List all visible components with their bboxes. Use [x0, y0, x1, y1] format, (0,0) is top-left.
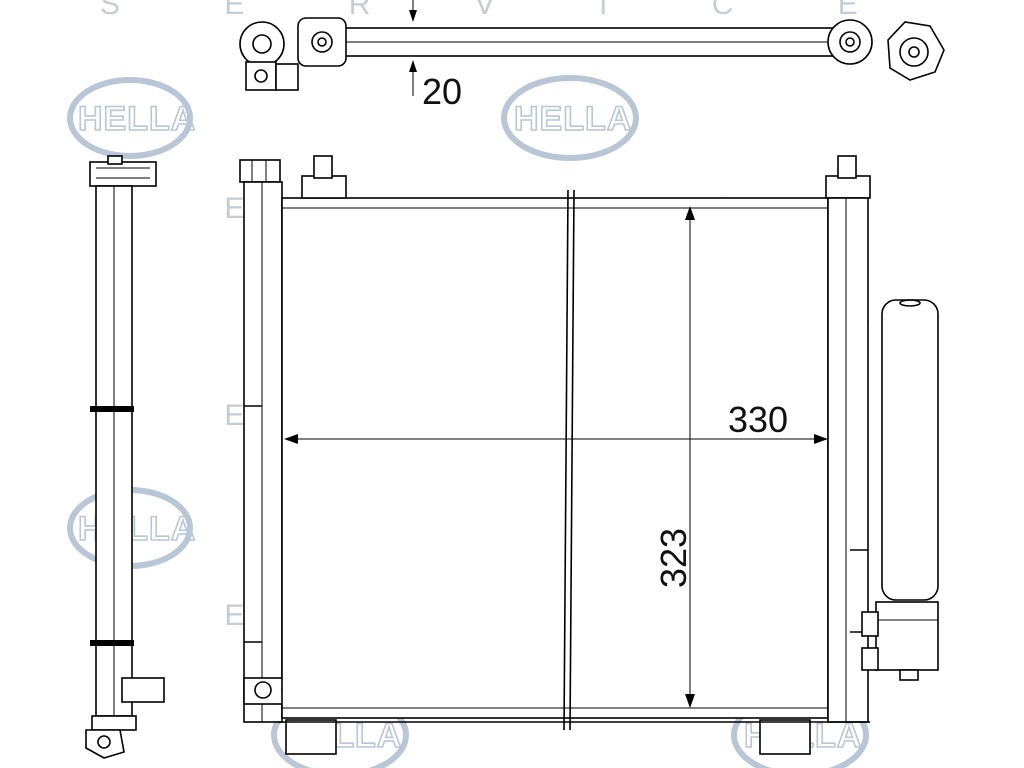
- height-dimension-label: 323: [653, 528, 694, 588]
- front-view: [239, 155, 939, 755]
- service-watermark-text: S E R V I C E: [100, 0, 906, 21]
- thickness-dimension-label: 20: [422, 71, 462, 112]
- svg-text:HELLA: HELLA: [78, 100, 196, 138]
- dimension-width: 330: [284, 399, 828, 444]
- top-view: [239, 17, 945, 91]
- dimension-thickness: 20: [409, 0, 462, 112]
- dimension-height: 323: [653, 206, 695, 708]
- svg-text:HELLA: HELLA: [514, 100, 632, 138]
- hella-watermark-logo: HELLA: [67, 77, 196, 159]
- hella-watermark-logo: HELLA: [67, 487, 196, 569]
- side-view: [85, 155, 165, 759]
- width-dimension-label: 330: [728, 399, 788, 440]
- hella-watermark-logo: HELLA: [501, 75, 639, 161]
